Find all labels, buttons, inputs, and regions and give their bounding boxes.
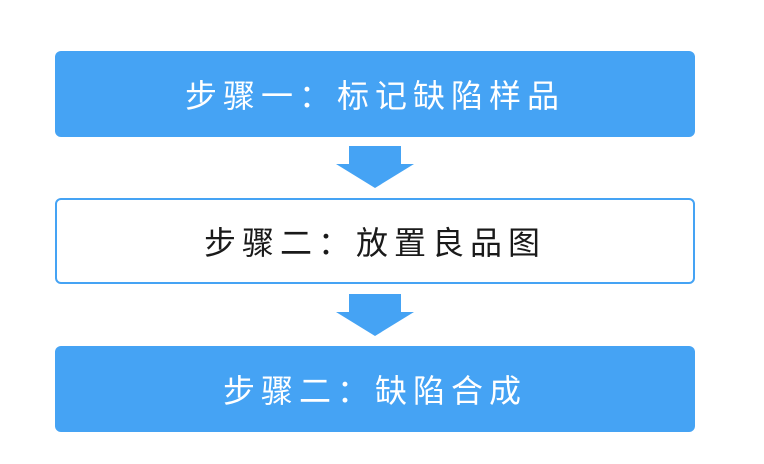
down-arrow-icon xyxy=(336,294,414,336)
down-arrow-icon xyxy=(336,146,414,188)
step-1-box: 步骤一：标记缺陷样品 xyxy=(55,51,695,137)
step-3-label: 步骤二：缺陷合成 xyxy=(222,372,527,410)
step-2-label: 步骤二：放置良品图 xyxy=(203,224,546,262)
step-2-box: 步骤二：放置良品图 xyxy=(55,198,695,284)
step-1-label: 步骤一：标记缺陷样品 xyxy=(184,77,565,115)
step-3-box: 步骤二：缺陷合成 xyxy=(55,346,695,432)
